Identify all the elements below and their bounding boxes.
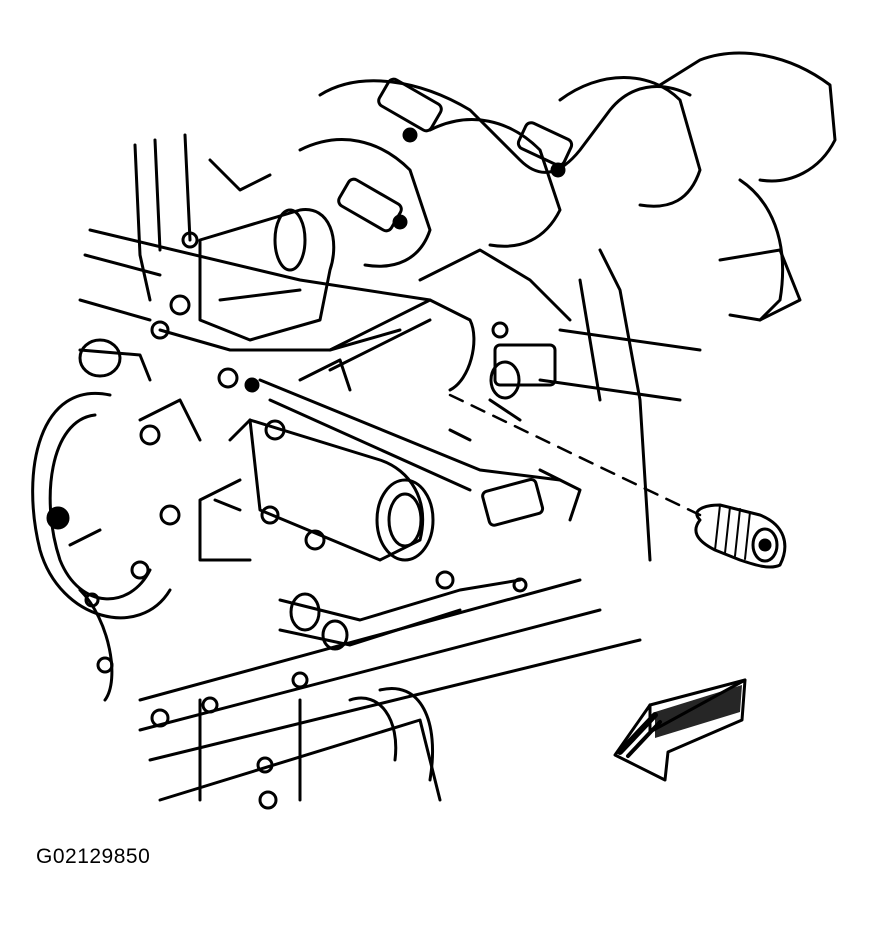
water-outlet xyxy=(198,418,435,562)
direction-arrow-icon xyxy=(613,678,747,782)
leader-line xyxy=(448,393,702,517)
fuel-injectors xyxy=(337,77,574,233)
intake-manifold xyxy=(298,51,837,322)
engine-block xyxy=(78,133,702,802)
lower-rail xyxy=(150,570,528,810)
sensor-icon xyxy=(694,503,787,569)
crankshaft-pulley xyxy=(31,338,202,702)
mounting-bracket xyxy=(150,208,336,342)
connectors xyxy=(448,321,582,527)
fuel-rail xyxy=(217,298,562,492)
figure-id-label: G02129850 xyxy=(36,845,151,868)
